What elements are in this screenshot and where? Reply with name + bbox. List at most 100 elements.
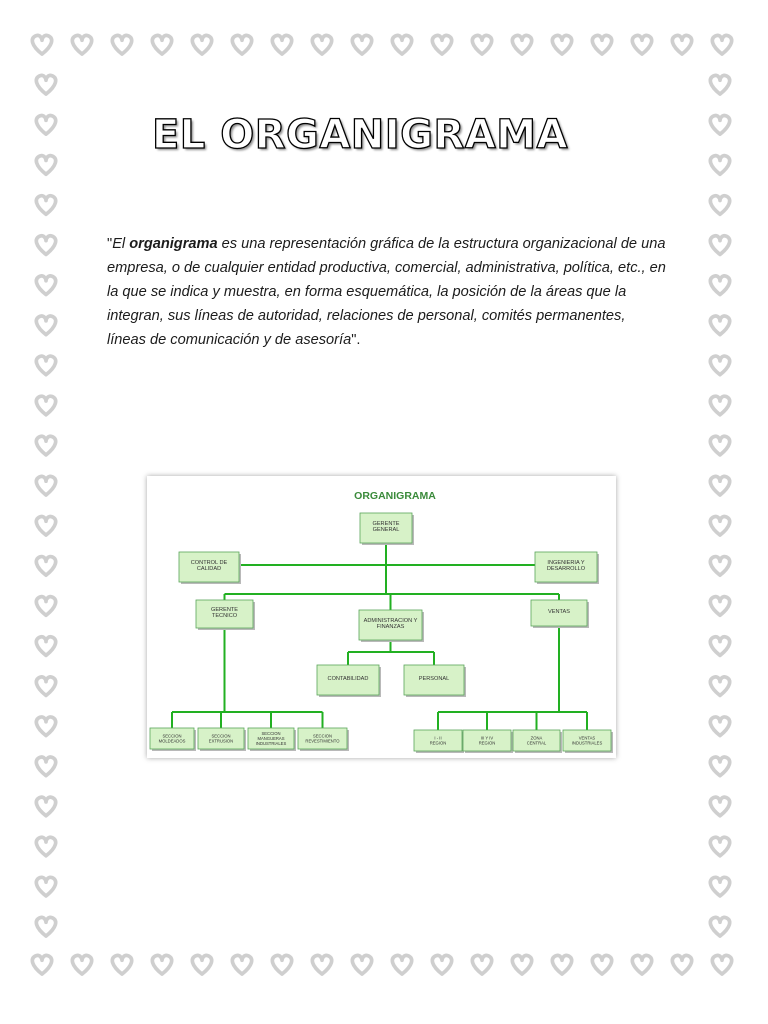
heart-icon: [550, 33, 574, 56]
org-node-label: I - II: [434, 736, 441, 741]
paragraph-term: organigrama: [129, 235, 218, 252]
org-node-box: [562, 729, 612, 752]
paragraph-body: es una representación gráfica de la estr…: [107, 235, 666, 348]
heart-icon: [34, 193, 58, 217]
org-node-personal: PERSONAL: [403, 664, 466, 697]
org-node-label: SECCION: [313, 734, 332, 739]
org-node-label: CENTRAL: [527, 740, 547, 745]
heart-icon: [708, 73, 732, 96]
org-node-box: [197, 727, 245, 750]
quote-open: ": [107, 235, 113, 252]
heart-icon: [30, 953, 54, 976]
org-node-label: INGENIERIA Y: [547, 560, 584, 566]
heart-icon: [34, 113, 58, 136]
org-node-box: [403, 664, 465, 696]
org-node-contabilidad: CONTABILIDAD: [316, 664, 381, 697]
heart-icon: [590, 953, 614, 976]
org-node-label: REVESTIMIENTO: [305, 738, 340, 743]
heart-icon: [708, 634, 732, 658]
org-node-label: CALIDAD: [197, 566, 221, 572]
heart-icon: [34, 394, 58, 417]
heart-icon: [34, 474, 58, 497]
org-node-label: CONTABILIDAD: [328, 676, 369, 682]
org-node-box: [413, 729, 463, 752]
heart-icon: [34, 875, 58, 898]
heart-icon: [34, 233, 58, 257]
org-node-label: VENTAS: [548, 609, 570, 615]
heart-icon: [310, 33, 334, 56]
org-node-label: SECCION: [211, 734, 230, 739]
org-chart-connectors: [171, 543, 588, 730]
heart-icon: [708, 514, 732, 537]
heart-icon: [270, 953, 294, 976]
heart-icon: [708, 554, 732, 578]
org-node-box: [247, 727, 295, 750]
heart-icon: [350, 953, 374, 976]
heart-icon: [708, 354, 732, 377]
org-node-label: III Y IV: [481, 736, 494, 741]
org-node-label: MOLDEADOS: [159, 738, 186, 743]
heart-icon: [708, 875, 732, 898]
org-node-label: GENERAL: [373, 527, 400, 533]
org-node-label: CONTROL DE: [191, 560, 228, 566]
heart-icon: [350, 33, 374, 56]
heart-icon: [34, 514, 58, 537]
heart-icon: [708, 394, 732, 417]
heart-icon: [708, 755, 732, 778]
heart-icon: [34, 715, 58, 738]
org-chart-title: ORGANIGRAMA: [354, 490, 436, 502]
org-node-ventas: VENTAS: [530, 599, 589, 628]
heart-icon: [30, 33, 54, 56]
definition-paragraph: "El organigrama es una representación gr…: [107, 232, 667, 352]
heart-icon: [390, 953, 414, 976]
org-node-label: VENTAS: [579, 736, 596, 741]
org-node-label: INDUSTRIALES: [256, 741, 287, 746]
heart-icon: [550, 953, 574, 976]
heart-icon: [34, 354, 58, 377]
org-node-label: FINANZAS: [377, 624, 405, 630]
heart-icon: [34, 153, 58, 177]
org-node-box: [530, 599, 588, 627]
heart-icon: [708, 314, 732, 337]
heart-icon: [470, 33, 494, 56]
heart-icon: [270, 33, 294, 56]
org-node-box: [358, 609, 423, 641]
heart-icon: [34, 795, 58, 818]
org-node-box: [297, 727, 348, 750]
heart-icon: [630, 33, 654, 56]
heart-icon: [708, 434, 732, 457]
heart-icon: [708, 795, 732, 818]
heart-icon: [708, 153, 732, 177]
org-node-label: DESARROLLO: [547, 566, 586, 572]
heart-icon: [710, 953, 734, 976]
quote-close: ".: [351, 331, 361, 348]
heart-icon: [110, 33, 134, 56]
heart-icon: [708, 594, 732, 618]
org-node-label: GERENTE: [372, 521, 399, 527]
heart-icon: [630, 953, 654, 976]
heart-icon: [708, 233, 732, 257]
org-node-label: EXTRUSION: [209, 738, 233, 743]
org-node-label: GERENTE: [211, 607, 238, 613]
org-node-box: [359, 512, 413, 544]
heart-icon: [670, 953, 694, 976]
page-title: EL ORGANIGRAMA: [151, 111, 569, 158]
heart-icon: [34, 594, 58, 618]
heart-icon: [34, 915, 58, 938]
org-node-box: [195, 599, 254, 629]
org-node-label: ADMINISTRACION Y: [364, 618, 418, 624]
heart-icon: [70, 33, 94, 56]
